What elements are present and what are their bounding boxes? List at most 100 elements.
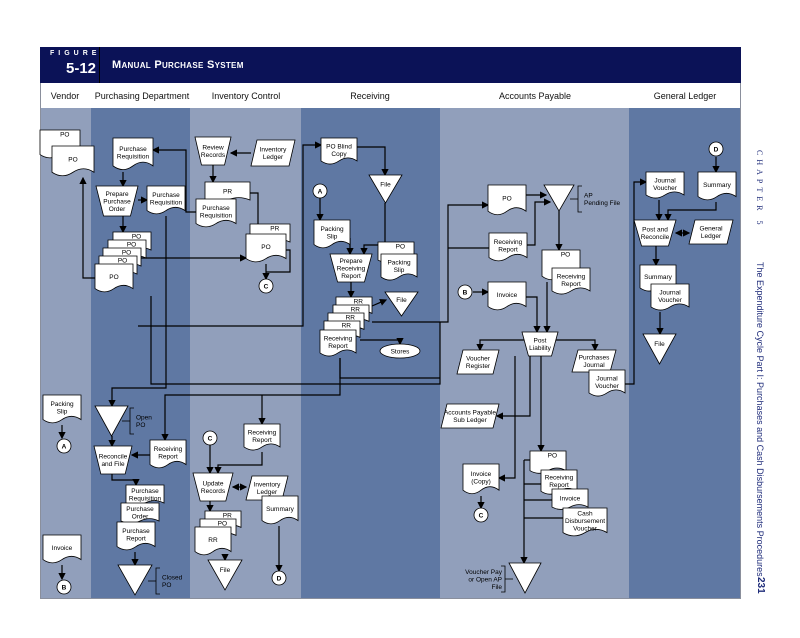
- node-label: Slip: [394, 267, 405, 274]
- node-label: File: [220, 567, 231, 574]
- node-label: Voucher Pay: [465, 569, 503, 576]
- node-label: Records: [201, 152, 226, 159]
- node-label: PO: [68, 157, 77, 164]
- connector-line: [360, 338, 404, 346]
- node-label: Purchases: [579, 355, 610, 362]
- node-label: PO: [396, 244, 405, 251]
- document-symbol-a-s3: Invoice: [551, 488, 589, 510]
- node-label: Review: [202, 145, 224, 152]
- connector-symbol-a-conB: B: [457, 284, 473, 300]
- node-label: B: [463, 289, 468, 296]
- node-label: Pending File: [584, 200, 621, 207]
- node-label: File: [380, 181, 391, 188]
- connector-line: [526, 296, 541, 334]
- node-label: PO: [109, 274, 118, 281]
- node-label: File: [492, 584, 503, 591]
- node-label: Receiving: [324, 335, 353, 342]
- node-label: Register: [466, 363, 491, 370]
- node-label: Report: [341, 273, 361, 280]
- connector-symbol-v-conA: A: [56, 438, 72, 454]
- node-label: PO: [502, 196, 511, 203]
- file-symbol-a-vp: [508, 562, 542, 594]
- node-label: Voucher: [653, 185, 678, 192]
- node-label: Receiving: [154, 446, 183, 453]
- node-label: C: [208, 435, 213, 442]
- node-label: Summary: [644, 274, 673, 281]
- connector-line: [138, 141, 323, 327]
- file-symbol-p-open: [94, 405, 129, 437]
- connector-line: [527, 198, 552, 246]
- node-label: Stores: [391, 348, 411, 355]
- node-label: Journal: [659, 289, 681, 296]
- connector-line: [495, 356, 531, 420]
- node-label: Post: [533, 338, 546, 345]
- node-label: Voucher: [466, 356, 491, 363]
- node-label: D: [277, 575, 282, 582]
- node-label: RR: [342, 323, 352, 330]
- connector-line: [161, 358, 341, 442]
- node-label: PO: [162, 582, 171, 589]
- document-symbol-a-inv: Invoice: [487, 281, 527, 311]
- node-label: AP: [584, 193, 593, 200]
- node-label: PO: [118, 258, 127, 265]
- node-label: Closed: [162, 575, 183, 582]
- node-label: Copy: [331, 151, 347, 158]
- node-label: Receiving: [337, 265, 366, 272]
- node-label: Packing: [387, 259, 411, 266]
- document-symbol-a-po: PO: [487, 184, 527, 216]
- connector-line: [357, 146, 389, 177]
- node-label: Cash: [577, 510, 593, 517]
- node-label: Receiving: [557, 273, 586, 280]
- page-number: 231: [755, 577, 766, 594]
- node-label: Purchase: [152, 192, 180, 199]
- header-divider: [99, 47, 100, 83]
- node-label: Slip: [327, 234, 338, 241]
- file-symbol-i-file: File: [207, 559, 243, 591]
- connector-symbol-i-conD: D: [271, 570, 287, 586]
- connector-line: [266, 249, 291, 273]
- file-symbol-r-file1: File: [368, 174, 403, 204]
- file-symbol-g-file: File: [642, 333, 677, 365]
- connector-line: [151, 146, 196, 213]
- node-label: C: [479, 512, 484, 519]
- node-label: Report: [158, 454, 178, 461]
- node-label: Purchase: [103, 198, 131, 205]
- column-header-receiving: Receiving: [350, 91, 390, 101]
- file-symbol-r-file2: File: [384, 291, 419, 317]
- figure-header: FIGURE 5-12 Manual Purchase System: [40, 47, 741, 83]
- node-label: C: [264, 283, 269, 290]
- node-label: A: [62, 443, 67, 450]
- node-label: Report: [328, 343, 348, 350]
- node-label: Voucher: [595, 383, 620, 390]
- node-label: or Open AP: [468, 576, 502, 583]
- connector-line: [150, 296, 441, 385]
- node-label: PO: [60, 132, 69, 139]
- connector-line: [360, 203, 386, 256]
- node-label: Voucher: [573, 525, 598, 532]
- connector-symbol-i-conC2: C: [202, 430, 218, 446]
- node-label: Sub Ledger: [453, 417, 487, 424]
- node-label: Ledger: [701, 233, 722, 240]
- node-label: RR: [351, 307, 361, 314]
- node-label: Journal: [654, 177, 676, 184]
- document-symbol-a-invc: Invoice(Copy): [462, 463, 500, 495]
- node-label: Purchase: [122, 528, 150, 535]
- chapter-label: CHAPTER 5: [755, 150, 764, 229]
- node-label: RR: [208, 537, 218, 544]
- connector-line: [664, 202, 717, 222]
- node-label: Reconcile: [641, 234, 670, 241]
- document-symbol-i-s3: RR: [194, 526, 232, 556]
